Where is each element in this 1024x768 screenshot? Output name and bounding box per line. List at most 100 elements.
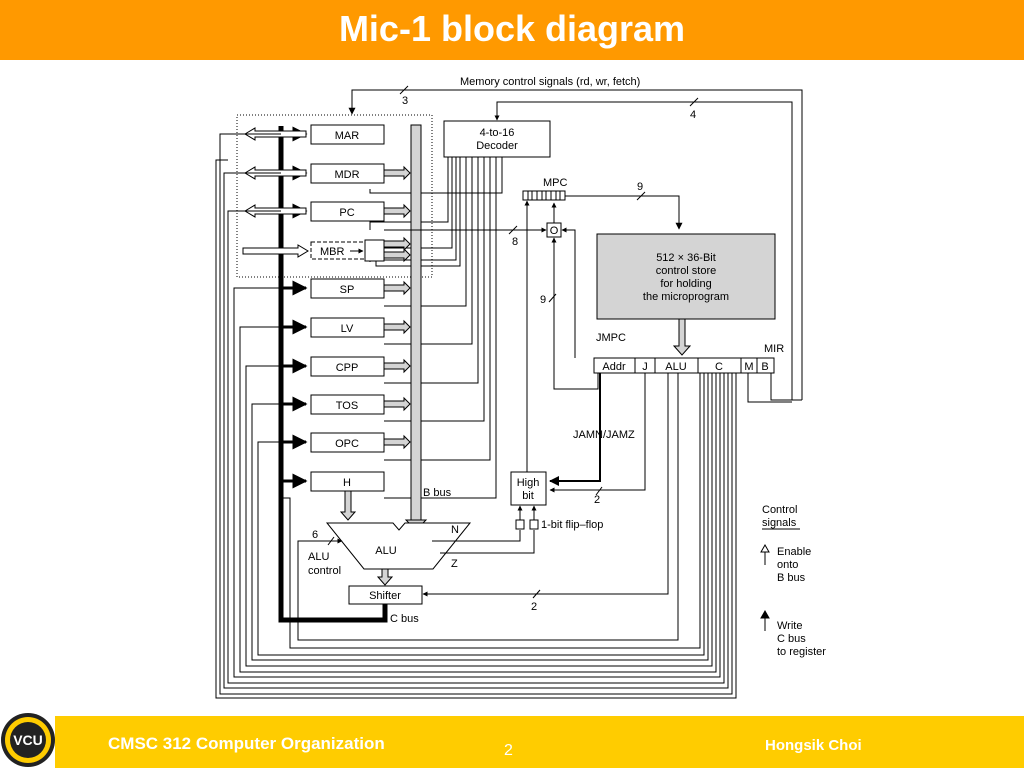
footer-bar: [55, 716, 1024, 768]
mir-field-alu: ALU: [665, 361, 686, 373]
c-bus-label: C bus: [390, 613, 419, 625]
flipflop-label: 1-bit flip–flop: [541, 519, 603, 531]
svg-text:TOS: TOS: [336, 400, 358, 412]
footer-course: CMSC 312 Computer Organization: [108, 734, 385, 753]
n-label: N: [451, 524, 459, 536]
width-jam: 2: [594, 494, 600, 506]
width-decoder: 4: [690, 109, 696, 121]
mpc-cells: [527, 191, 561, 200]
width-mpc: 9: [637, 181, 643, 193]
b-bus: [410, 124, 422, 524]
tick-jam: [595, 486, 603, 496]
memory-interface-box: [236, 114, 433, 278]
mir-field-addr: Addr: [602, 361, 626, 373]
jmpc-to-o: [561, 227, 576, 358]
decoder-label-2: Decoder: [476, 140, 518, 152]
svg-text:MAR: MAR: [335, 130, 360, 142]
mir-b-to-mem: [770, 373, 802, 401]
legend-title-1: Control: [762, 504, 797, 516]
legend-title-2: signals: [762, 517, 797, 529]
flipflop-z: [529, 519, 539, 530]
width-alu-ctl: 6: [312, 529, 318, 541]
control-store-line-1: 512 × 36-Bit: [656, 252, 716, 264]
svg-text:MDR: MDR: [334, 169, 359, 181]
tick-mbr-o: [508, 225, 518, 235]
svg-text:VCU: VCU: [13, 732, 43, 748]
register-opc: OPC: [310, 432, 385, 453]
tick-mpc: [636, 191, 646, 201]
control-store-line-2: control store: [656, 265, 717, 277]
width-mbr-o: 8: [512, 236, 518, 248]
shifter-box: [348, 585, 423, 605]
title-bar: [0, 0, 1024, 60]
control-store-line-4: the microprogram: [643, 291, 729, 303]
register-mar: MAR: [310, 124, 385, 145]
flipflop-n: [515, 519, 525, 530]
n-line: [432, 530, 521, 542]
alu-control-label-1: ALU: [308, 551, 329, 563]
alu-control-label-2: control: [308, 565, 341, 577]
svg-text:PC: PC: [339, 207, 354, 219]
register-to-bbus-arrows: [383, 165, 411, 450]
svg-text:CPP: CPP: [336, 362, 359, 374]
b-bus-label: B bus: [423, 487, 452, 499]
mir-field-j: J: [642, 361, 648, 373]
mir-field-m: M: [744, 361, 753, 373]
register-sp: SP: [310, 278, 385, 299]
width-mem: 3: [402, 95, 408, 107]
alu-control-feed: [297, 373, 679, 641]
legend-write-3: to register: [777, 646, 826, 658]
svg-text:MBR: MBR: [320, 246, 345, 258]
shifter-label: Shifter: [369, 590, 401, 602]
legend-write-1: Write: [777, 620, 802, 632]
c-bus-bottom: [298, 602, 388, 623]
jamn-label: JAMN/JAMZ: [573, 429, 635, 441]
register-h: H: [310, 471, 385, 492]
tick-highbit: [548, 293, 557, 303]
width-shift: 2: [531, 601, 537, 613]
o-label: O: [550, 225, 559, 237]
control-store-to-mir: [672, 318, 692, 356]
alu-to-shifter-arrow: [376, 568, 394, 586]
tick-mem: [399, 85, 409, 95]
shift-control-line: [422, 373, 669, 597]
register-tos: TOS: [310, 394, 385, 415]
svg-text:H: H: [343, 477, 351, 489]
tick-alu-ctl: [327, 536, 335, 546]
mir-register: Addr J ALU C M B: [593, 357, 775, 374]
legend-enable-head: [760, 543, 770, 553]
c-bus-taps: [281, 126, 308, 489]
register-pc: PC: [310, 201, 385, 222]
mir-field-c: C: [715, 361, 723, 373]
register-lv: LV: [310, 317, 385, 338]
legend-enable-2: onto: [777, 559, 798, 571]
legend-write-2: C bus: [777, 633, 806, 645]
vcu-logo: VCU: [1, 713, 55, 767]
register-mbr: MBR: [310, 239, 385, 262]
decoder-input-line: [494, 101, 793, 400]
control-store-box: [596, 233, 776, 320]
z-line: [440, 530, 535, 554]
mir-label: MIR: [764, 343, 784, 355]
mpc-to-control-store: [565, 195, 683, 230]
footer-page-number: 2: [504, 742, 513, 759]
memory-control-label: Memory control signals (rd, wr, fetch): [460, 76, 640, 88]
decoder-box: [443, 120, 551, 158]
c-field-lines: [215, 133, 737, 699]
j-to-highbit: [549, 373, 646, 493]
jamn-line: [549, 373, 601, 486]
decoder-label-1: 4-to-16: [480, 127, 515, 139]
jmpc-label: JMPC: [596, 332, 626, 344]
mpc-box: [522, 190, 566, 201]
legend-enable-3: B bus: [777, 572, 806, 584]
h-to-alu-arrow: [339, 490, 357, 521]
high-bit-label-1: High: [517, 477, 540, 489]
svg-text:LV: LV: [341, 323, 354, 335]
width-highbit: 9: [540, 294, 546, 306]
slide-title: Mic-1 block diagram: [338, 8, 686, 49]
register-mdr: MDR: [310, 163, 385, 184]
legend-write-head: [760, 609, 770, 619]
mir-field-b: B: [761, 361, 768, 373]
mpc-label: MPC: [543, 177, 568, 189]
